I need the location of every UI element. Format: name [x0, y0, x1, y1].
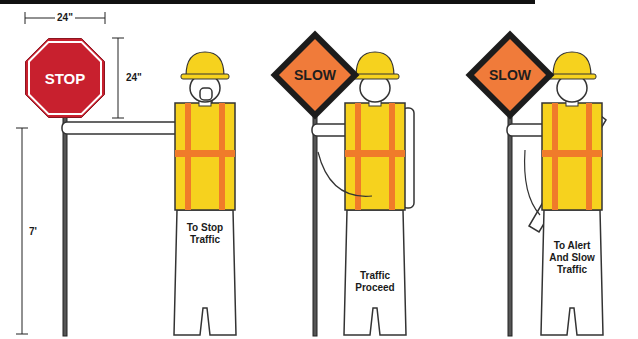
sign-face — [279, 39, 351, 111]
flagger-figure — [344, 52, 406, 335]
sign-face — [271, 31, 360, 120]
sign-text: SLOW — [294, 67, 336, 83]
sign-node: STOP — [25, 38, 105, 118]
top-rule — [0, 0, 535, 4]
flagger-figure — [541, 52, 603, 335]
sign-face — [466, 31, 555, 120]
arms — [62, 92, 606, 232]
sign-node: SLOW — [465, 30, 555, 120]
signal-caption: Traffic Proceed — [347, 270, 403, 294]
sign-node: SLOW — [270, 30, 360, 120]
motion-arcs — [318, 150, 540, 215]
signal-caption: To Stop Traffic — [177, 222, 233, 246]
sign-face — [474, 39, 546, 111]
sign-text: SLOW — [489, 67, 531, 83]
dimension-lines — [16, 12, 124, 334]
hands — [200, 88, 212, 100]
sign-face — [29, 42, 101, 114]
dimension-label: 7' — [27, 226, 39, 238]
dimension-label: 24" — [124, 72, 144, 84]
signal-caption: To Alert And Slow Traffic — [544, 240, 600, 276]
sign-text: STOP — [45, 70, 86, 87]
dimension-label: 24" — [55, 12, 75, 24]
sign-poles — [63, 110, 512, 336]
flagger-figure — [174, 52, 236, 335]
sign-face — [26, 39, 105, 118]
